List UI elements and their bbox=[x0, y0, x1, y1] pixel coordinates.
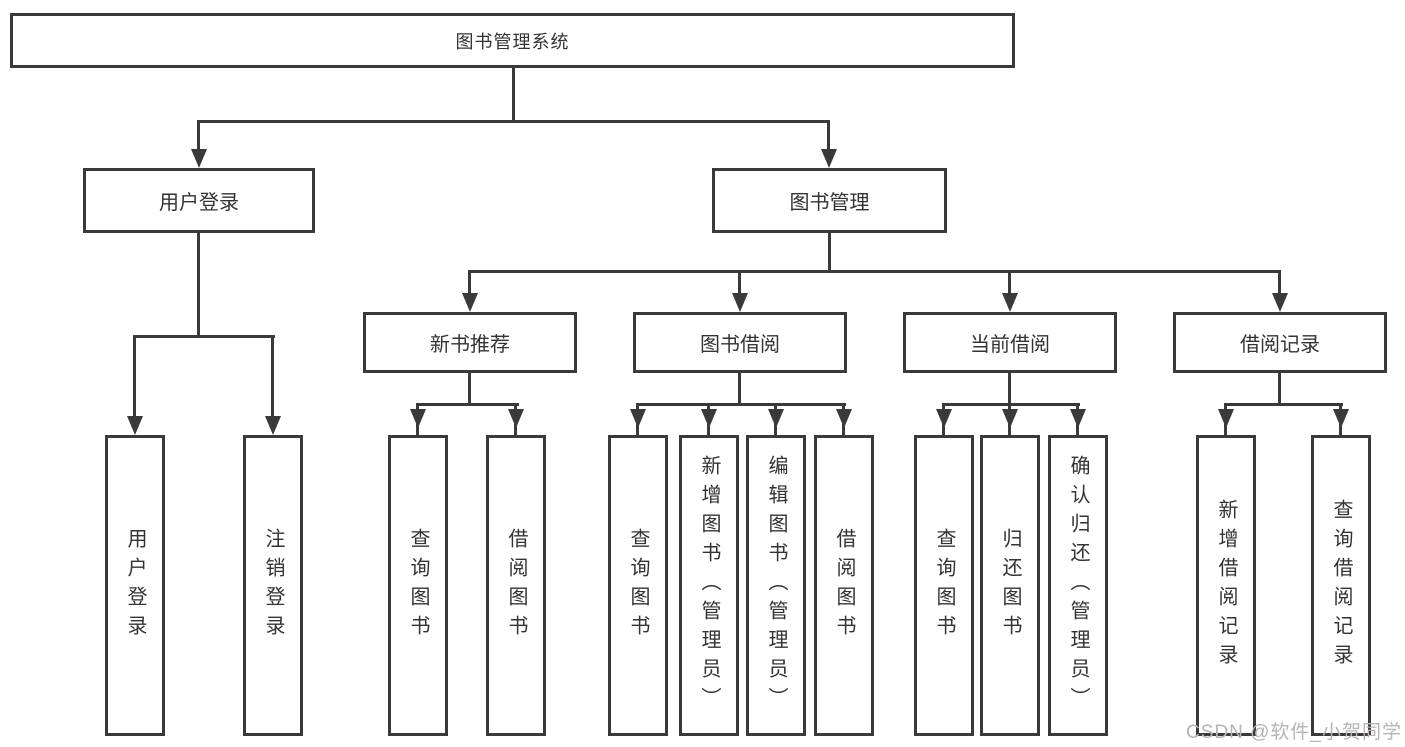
arrow-down-icon bbox=[732, 293, 748, 312]
connector-line bbox=[271, 335, 274, 418]
connector-line bbox=[197, 233, 200, 336]
connector-line bbox=[942, 403, 1080, 406]
node-leaf-confirm-return-admin: 确认归还（管理员） bbox=[1048, 435, 1108, 736]
connector-line bbox=[468, 373, 471, 405]
node-label: 确认归还（管理员） bbox=[1067, 455, 1089, 716]
node-user-login: 用户登录 bbox=[83, 168, 315, 233]
node-label: 查询图书 bbox=[627, 527, 649, 644]
connector-line bbox=[512, 68, 515, 121]
connector-line bbox=[828, 233, 831, 271]
arrow-down-icon bbox=[630, 409, 646, 428]
connector-line bbox=[1224, 403, 1343, 406]
connector-line bbox=[197, 120, 830, 123]
connector-line bbox=[468, 270, 1281, 273]
connector-line bbox=[197, 120, 200, 152]
node-label: 图书借阅 bbox=[700, 334, 780, 356]
node-leaf-query-books-1: 查询图书 bbox=[388, 435, 448, 736]
node-label: 借阅图书 bbox=[833, 527, 855, 644]
node-label: 编辑图书（管理员） bbox=[765, 455, 787, 716]
connector-line bbox=[1008, 373, 1011, 405]
connector-line bbox=[827, 120, 830, 152]
node-leaf-edit-books-admin: 编辑图书（管理员） bbox=[746, 435, 806, 736]
arrow-down-icon bbox=[462, 293, 478, 312]
connector-line bbox=[468, 270, 471, 295]
node-leaf-logout: 注销登录 bbox=[243, 435, 303, 736]
connector-line bbox=[636, 403, 846, 406]
arrow-down-icon bbox=[508, 409, 524, 428]
arrow-down-icon bbox=[1002, 293, 1018, 312]
node-leaf-user-login: 用户登录 bbox=[105, 435, 165, 736]
node-root: 图书管理系统 bbox=[10, 13, 1015, 68]
node-current-borrow: 当前借阅 bbox=[903, 312, 1117, 373]
arrow-down-icon bbox=[265, 416, 281, 435]
node-label: 用户登录 bbox=[159, 192, 239, 214]
watermark: CSDN @软件_小贺同学 bbox=[1186, 722, 1402, 743]
node-label: 查询图书 bbox=[407, 527, 429, 644]
connector-line bbox=[1278, 373, 1281, 405]
arrow-down-icon bbox=[936, 409, 952, 428]
arrow-down-icon bbox=[127, 416, 143, 435]
arrow-down-icon bbox=[410, 409, 426, 428]
arrow-down-icon bbox=[1272, 293, 1288, 312]
node-label: 借阅图书 bbox=[505, 527, 527, 644]
node-borrow-records: 借阅记录 bbox=[1173, 312, 1387, 373]
arrow-down-icon bbox=[1218, 409, 1234, 428]
node-label: 查询图书 bbox=[933, 527, 955, 644]
node-leaf-borrow-books-2: 借阅图书 bbox=[814, 435, 874, 736]
node-leaf-borrow-books-1: 借阅图书 bbox=[486, 435, 546, 736]
node-label: 当前借阅 bbox=[970, 334, 1050, 356]
node-label: 图书管理 bbox=[789, 192, 870, 214]
node-label: 归还图书 bbox=[999, 527, 1021, 644]
node-leaf-query-books-3: 查询图书 bbox=[914, 435, 974, 736]
arrow-down-icon bbox=[821, 149, 837, 168]
arrow-down-icon bbox=[768, 409, 784, 428]
connector-line bbox=[133, 335, 275, 338]
connector-line bbox=[738, 270, 741, 295]
connector-line bbox=[416, 403, 519, 406]
arrow-down-icon bbox=[1002, 409, 1018, 428]
node-book-management: 图书管理 bbox=[712, 168, 947, 233]
node-book-borrow: 图书借阅 bbox=[633, 312, 847, 373]
arrow-down-icon bbox=[1070, 409, 1086, 428]
node-label: 借阅记录 bbox=[1240, 334, 1320, 356]
connector-line bbox=[738, 373, 741, 405]
arrow-down-icon bbox=[836, 409, 852, 428]
connector-line bbox=[1278, 270, 1281, 295]
node-leaf-add-borrow-record: 新增借阅记录 bbox=[1196, 435, 1256, 736]
node-label: 新书推荐 bbox=[430, 334, 510, 356]
node-label: 注销登录 bbox=[262, 527, 284, 644]
node-leaf-add-books-admin: 新增图书（管理员） bbox=[679, 435, 739, 736]
arrow-down-icon bbox=[191, 149, 207, 168]
node-root-label: 图书管理系统 bbox=[455, 31, 570, 52]
node-leaf-return-books: 归还图书 bbox=[980, 435, 1040, 736]
node-new-book-recommend: 新书推荐 bbox=[363, 312, 577, 373]
node-label: 新增借阅记录 bbox=[1215, 498, 1237, 673]
node-leaf-query-books-2: 查询图书 bbox=[608, 435, 668, 736]
connector-line bbox=[133, 335, 136, 418]
arrow-down-icon bbox=[1333, 409, 1349, 428]
node-label: 查询借阅记录 bbox=[1330, 498, 1352, 673]
node-label: 新增图书（管理员） bbox=[698, 455, 720, 716]
connector-line bbox=[1008, 270, 1011, 295]
node-leaf-query-borrow-record: 查询借阅记录 bbox=[1311, 435, 1371, 736]
arrow-down-icon bbox=[701, 409, 717, 428]
node-label: 用户登录 bbox=[124, 527, 146, 644]
